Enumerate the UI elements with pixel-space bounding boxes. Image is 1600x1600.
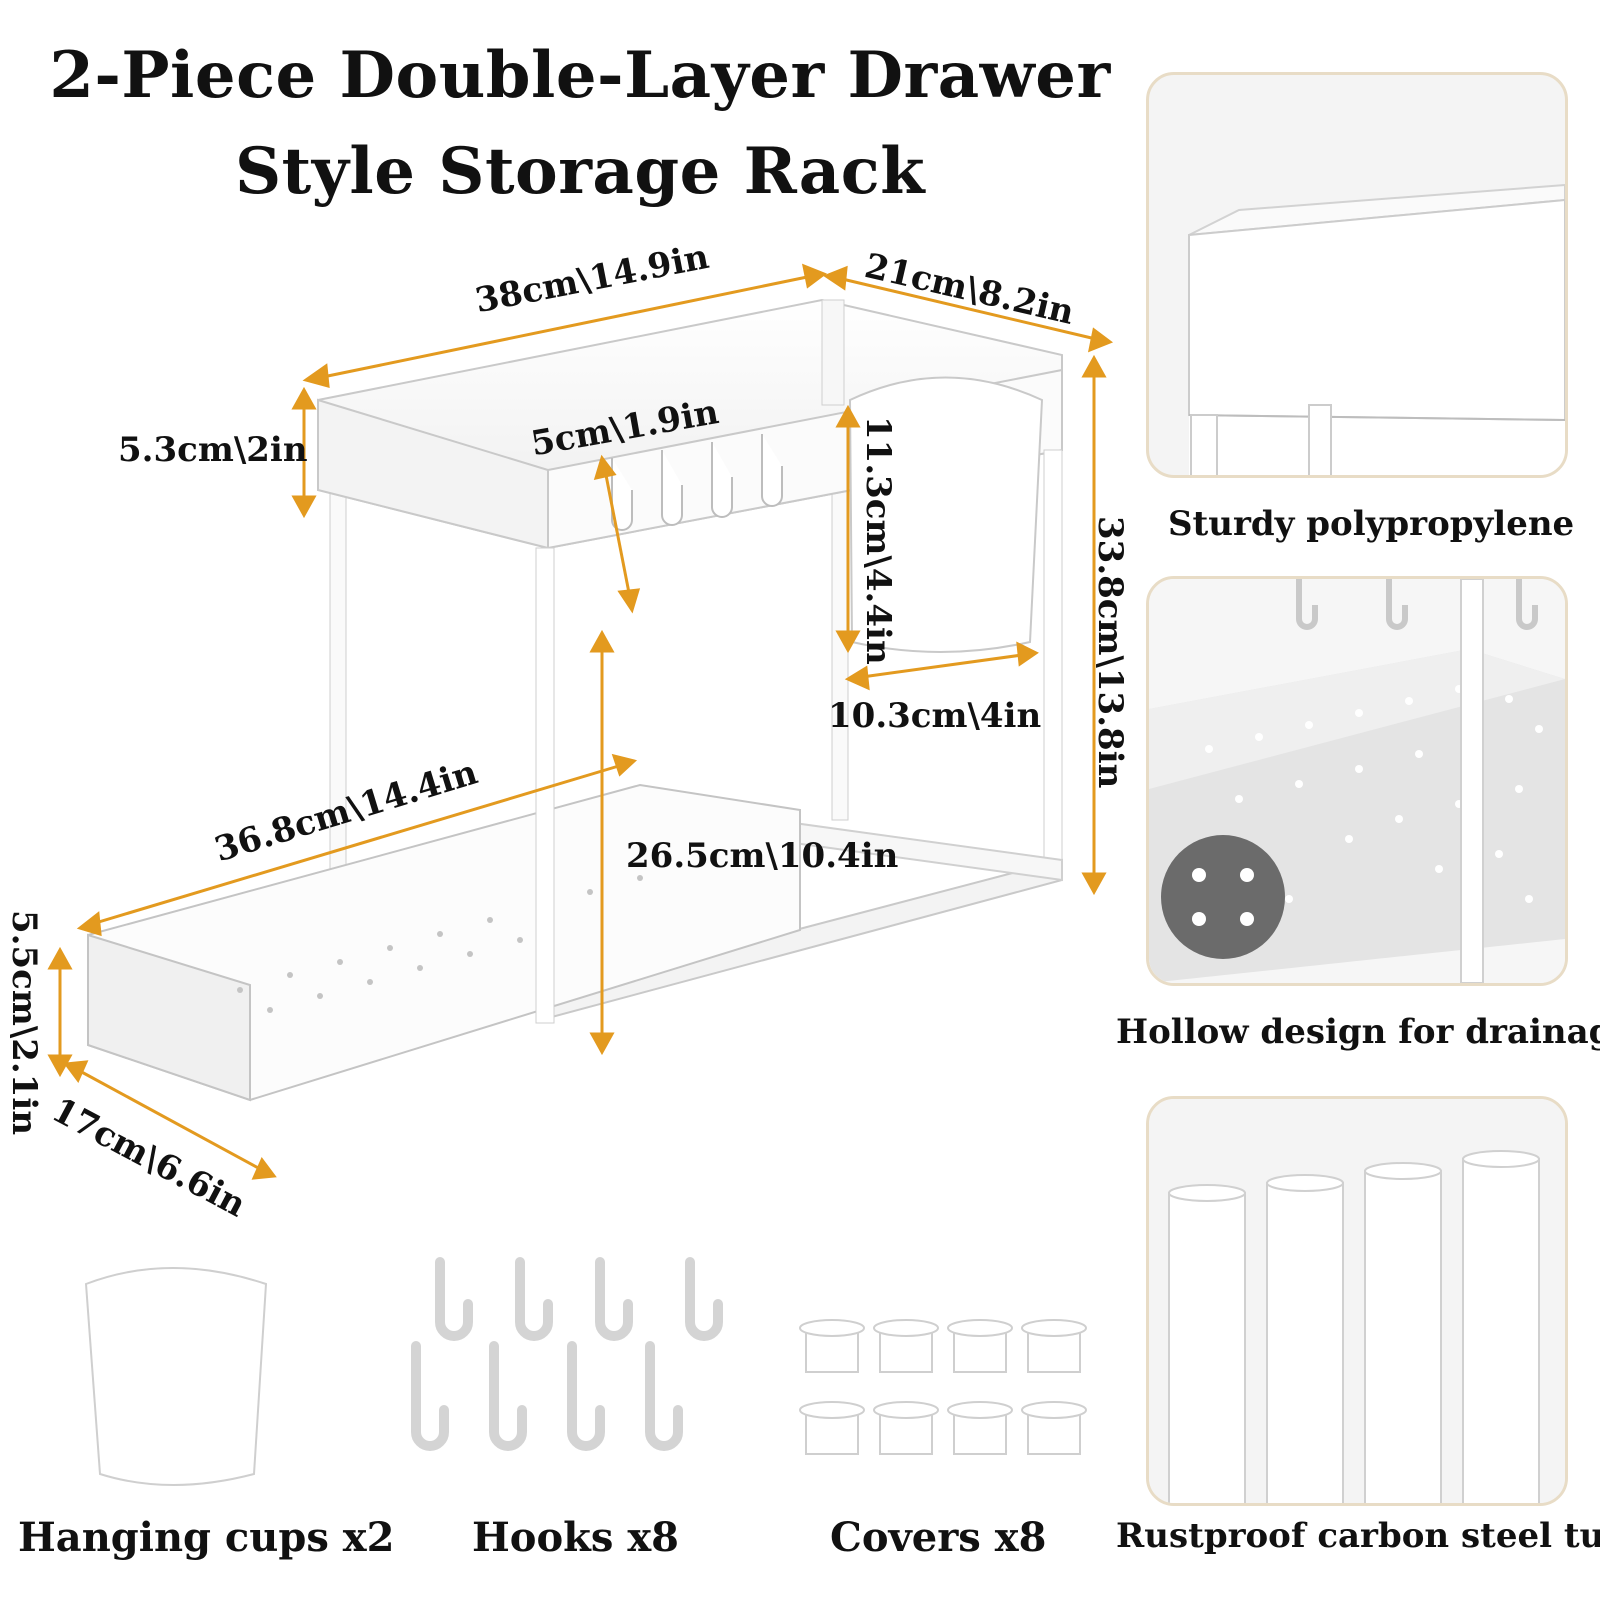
- dim-inner-height: 26.5cm\10.4in: [626, 836, 899, 876]
- caption-steel-tube: Rustproof carbon steel tube: [1116, 1516, 1600, 1556]
- dim-top-height: 5.3cm\2in: [118, 430, 308, 470]
- accessories-illustration: [84, 1257, 1087, 1486]
- hanging-cup: [848, 376, 1044, 653]
- accessory-covers-image: [799, 1319, 1087, 1455]
- polypropylene-closeup: [1188, 183, 1565, 475]
- feature-panel-polypropylene: [1146, 72, 1568, 478]
- rack-illustration: [47, 263, 1114, 1180]
- title-line-1: 2-Piece Double-Layer Drawer: [49, 38, 1111, 113]
- drain-hole-zoom-badge: [1161, 835, 1285, 959]
- caption-polypropylene: Sturdy polypropylene: [1168, 504, 1575, 544]
- accessory-hooks-image: [411, 1257, 723, 1451]
- caption-drainage: Hollow design for drainage: [1116, 1012, 1600, 1052]
- feature-panel-drainage: [1146, 576, 1568, 986]
- accessory-cup-image: [84, 1267, 268, 1486]
- label-covers: Covers x8: [830, 1514, 1047, 1561]
- label-hooks: Hooks x8: [472, 1514, 679, 1561]
- shelf-hooks: [611, 434, 783, 531]
- feature-panel-steel-tube: [1146, 1096, 1568, 1506]
- drawer-drain-holes: [237, 875, 643, 1013]
- dimension-arrows: [47, 263, 1114, 1180]
- label-hanging-cups: Hanging cups x2: [18, 1514, 395, 1561]
- title-line-2: Style Storage Rack: [234, 134, 926, 209]
- steel-tubes-closeup: [1149, 1099, 1565, 1503]
- dim-cup-width: 10.3cm\4in: [828, 696, 1042, 736]
- drainage-closeup: [1149, 579, 1565, 983]
